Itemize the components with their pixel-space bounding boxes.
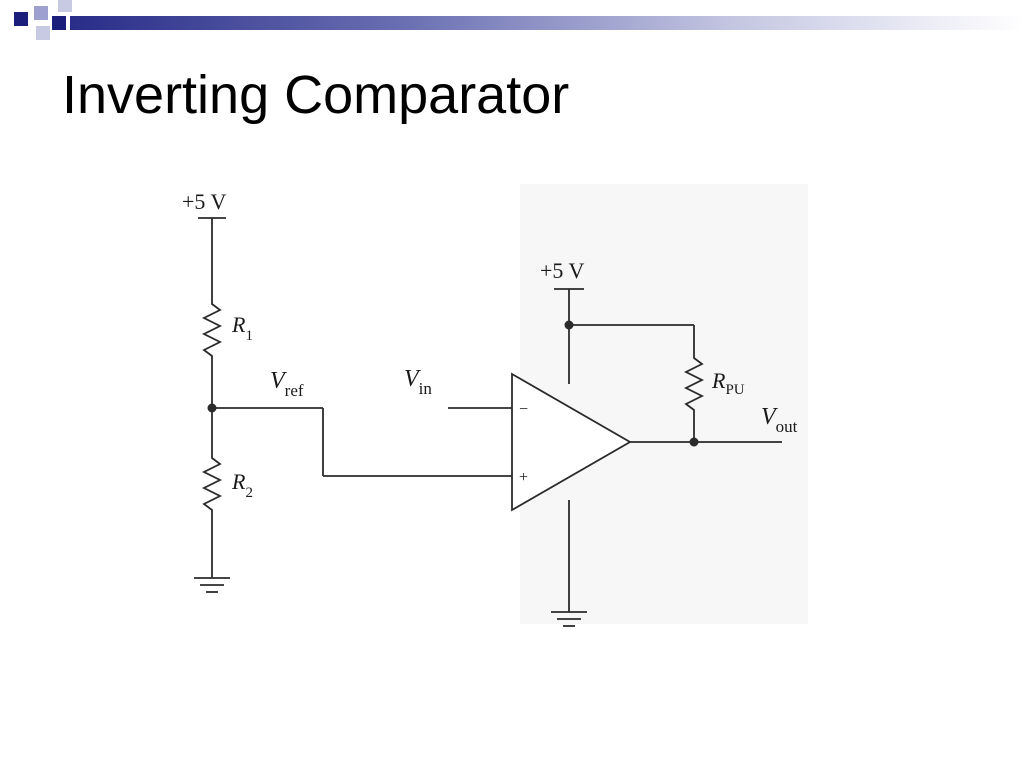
opamp-plus-sign: + <box>519 469 528 486</box>
label-vout: Vout <box>761 404 798 436</box>
header-gradient-band <box>70 16 1024 30</box>
header-square-dark-2 <box>52 16 66 30</box>
label-rpu-main: R <box>711 368 726 393</box>
label-r1: R1 <box>231 312 253 344</box>
ground-symbol-right <box>551 611 587 627</box>
opamp-triangle <box>511 372 632 512</box>
resistor-r2 <box>201 452 223 516</box>
label-r2-main: R <box>231 469 246 494</box>
opamp-panel-background <box>520 184 808 624</box>
resistor-r1 <box>201 296 223 362</box>
label-vref-main: V <box>270 368 287 394</box>
label-rpu-sub: PU <box>725 382 744 398</box>
label-vin-sub: in <box>419 379 433 398</box>
label-vref-sub: ref <box>285 381 304 400</box>
header-bar <box>0 0 1024 44</box>
ground-symbol-left <box>194 577 230 593</box>
label-supply-right: +5 V <box>540 258 585 283</box>
label-vout-main: V <box>761 404 778 430</box>
header-decoration <box>14 0 1024 40</box>
label-r2-sub: 2 <box>245 485 253 501</box>
label-r1-sub: 1 <box>245 328 253 344</box>
label-vin-main: V <box>404 366 421 392</box>
label-rpu: RPU <box>711 368 745 398</box>
label-vref: Vref <box>270 368 304 400</box>
label-vout-sub: out <box>776 417 798 436</box>
output-node-dot <box>689 437 699 447</box>
header-square-pale-2 <box>58 0 72 12</box>
opamp-minus-sign: − <box>519 401 528 418</box>
header-square-light <box>34 6 48 20</box>
resistor-rpu <box>683 352 705 416</box>
label-r2: R2 <box>231 469 253 501</box>
header-square-pale <box>36 26 50 40</box>
header-square-dark <box>14 12 28 26</box>
label-vin: Vin <box>404 366 432 398</box>
slide-title: Inverting Comparator <box>62 65 570 125</box>
label-supply-left: +5 V <box>182 189 227 214</box>
label-r1-main: R <box>231 312 246 337</box>
